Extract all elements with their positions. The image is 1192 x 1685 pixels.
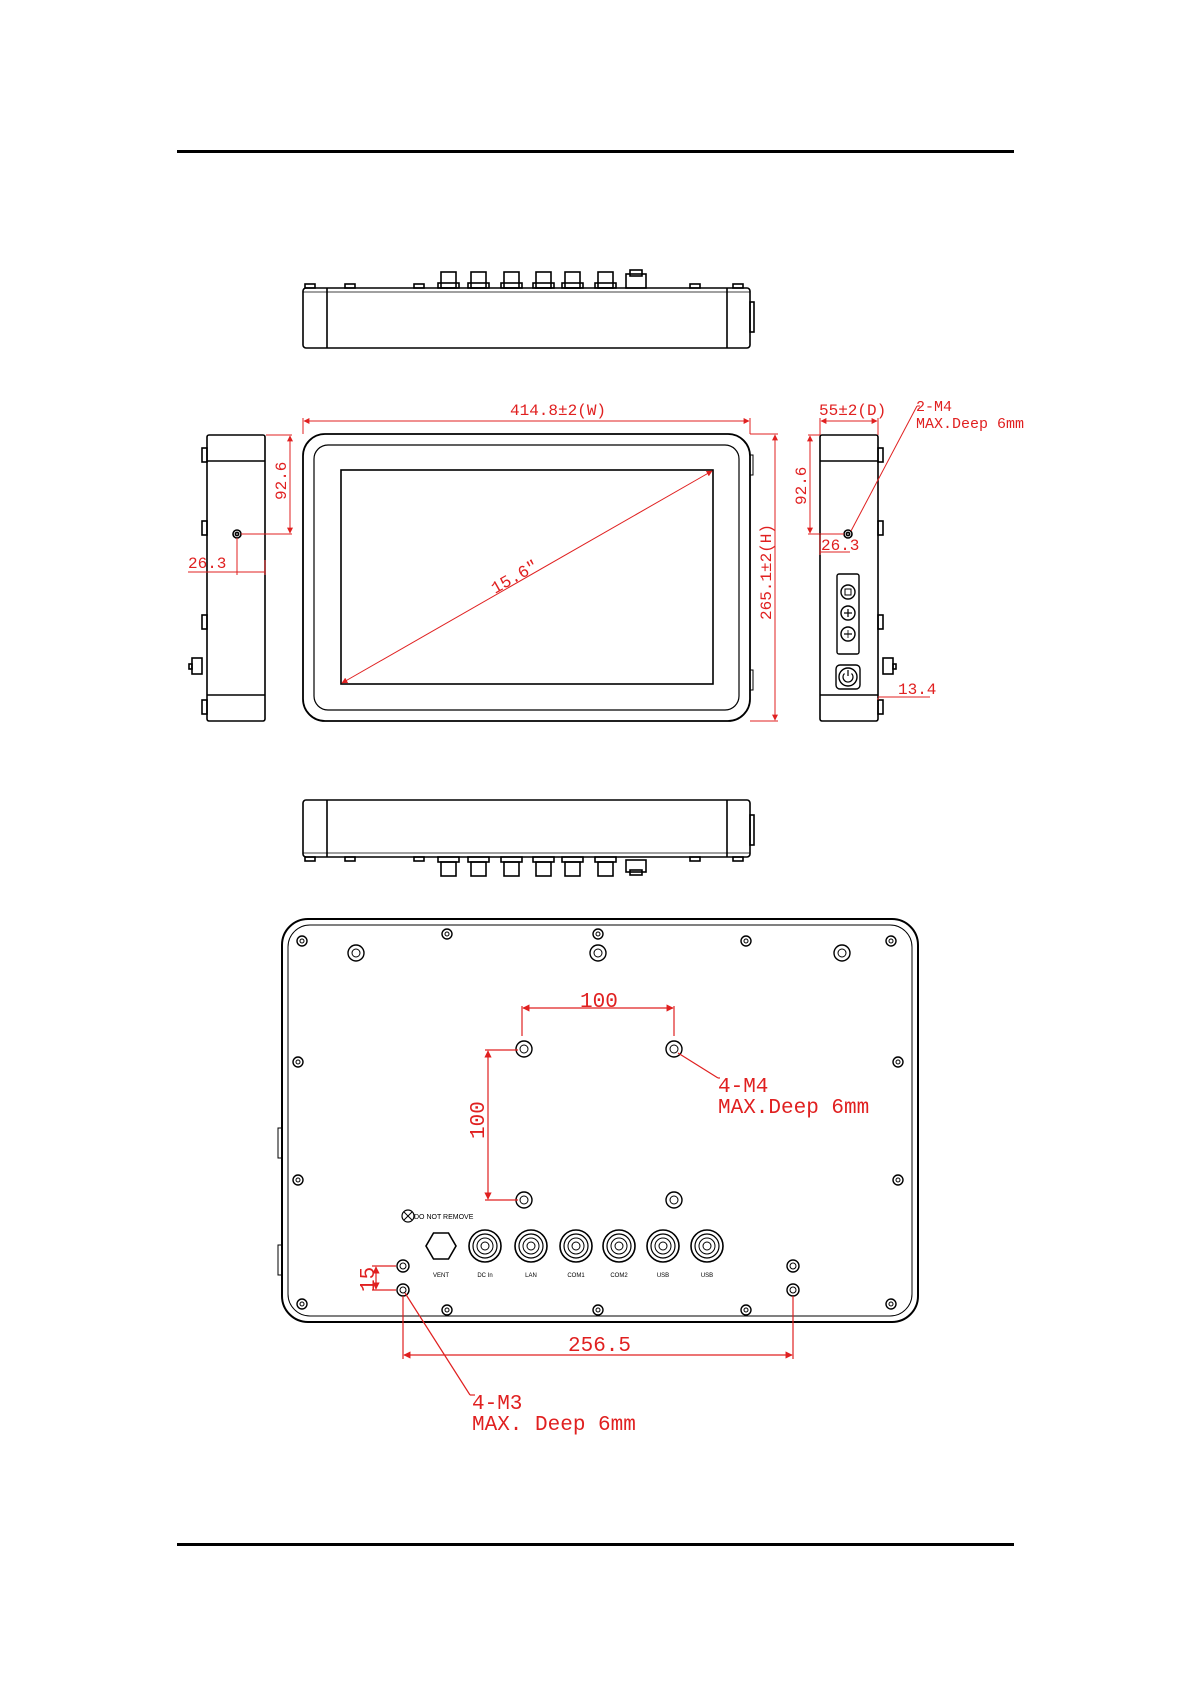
left-side-view [189, 435, 265, 721]
com1-connector [560, 1230, 592, 1262]
mount-hole [787, 1260, 799, 1272]
connector-label-lan: LAN [525, 1273, 537, 1279]
osd-icon [841, 585, 855, 599]
vesa-boss [516, 1041, 532, 1057]
warning-label: DO NOT REMOVE [414, 1214, 474, 1221]
left-dim-vertical: 92.6 [273, 462, 291, 500]
bottom-connectors [305, 857, 743, 876]
perimeter-screw [886, 1299, 896, 1309]
usb-connector [647, 1230, 679, 1262]
rear-connectors [426, 1230, 723, 1262]
perimeter-screw [893, 1057, 903, 1067]
mount-pitch-dim: 15 [358, 1267, 381, 1292]
vesa-boss [666, 1192, 682, 1208]
vesa-vertical-dim: 100 [468, 1101, 491, 1139]
rear-screws [293, 929, 903, 1315]
vesa-callout: 4-M4 [718, 1076, 768, 1099]
perimeter-screw [741, 936, 751, 946]
right-side-view [820, 435, 896, 721]
vesa-depth: MAX.Deep 6mm [718, 1097, 869, 1120]
mount-depth: MAX. Deep 6mm [472, 1414, 636, 1437]
top-connectors [305, 270, 743, 288]
vesa-boss [834, 945, 850, 961]
usb-connector [691, 1230, 723, 1262]
bottom-view [303, 800, 754, 876]
perimeter-screw [293, 1175, 303, 1185]
perimeter-screw [442, 929, 452, 939]
front-height-dim: 265.1±2(H) [758, 524, 776, 620]
vesa-horizontal-dim: 100 [580, 991, 618, 1014]
power-icon [836, 665, 860, 689]
perimeter-screw [442, 1305, 452, 1315]
perimeter-screw [293, 1057, 303, 1067]
perimeter-screw [297, 936, 307, 946]
perimeter-screw [886, 936, 896, 946]
connector-label-dc-in: DC In [477, 1273, 492, 1279]
vesa-boss [516, 1192, 532, 1208]
perimeter-screw [893, 1175, 903, 1185]
mount-hole [397, 1284, 409, 1296]
right-hole-depth: MAX.Deep 6mm [916, 416, 1024, 433]
right-dim-knob: 13.4 [898, 681, 936, 699]
vesa-boss [590, 945, 606, 961]
rear-view [278, 919, 918, 1322]
front-diagonal-dim: 15.6" [489, 558, 543, 600]
right-hole-callout: 2-M4 [916, 399, 952, 416]
minus-icon [841, 627, 855, 641]
connector-label-com2: COM2 [610, 1273, 628, 1279]
front-dimensions [303, 418, 778, 721]
com2-connector [603, 1230, 635, 1262]
perimeter-screw [297, 1299, 307, 1309]
perimeter-screw [593, 929, 603, 939]
connector-label-com1: COM1 [567, 1273, 585, 1279]
mount-hole [787, 1284, 799, 1296]
connector-label-vent: VENT [433, 1273, 449, 1279]
right-side-buttons [836, 574, 860, 689]
lan-connector [515, 1230, 547, 1262]
connector-label-usb-1: USB [657, 1273, 669, 1279]
perimeter-screw [741, 1305, 751, 1315]
right-dim-vertical: 92.6 [793, 467, 811, 505]
vesa-boss [348, 945, 364, 961]
vent-connector [426, 1233, 456, 1259]
left-side-dimensions [188, 435, 292, 575]
mount-hole [397, 1260, 409, 1272]
plus-icon [841, 606, 855, 620]
mount-callout: 4-M3 [472, 1393, 522, 1416]
connector-label-usb-2: USB [701, 1273, 713, 1279]
dc-in-connector [469, 1230, 501, 1262]
left-dim-horizontal: 26.3 [188, 555, 226, 573]
front-width-dim: 414.8±2(W) [510, 402, 606, 420]
right-dim-horizontal: 26.3 [821, 537, 859, 555]
top-view [303, 270, 754, 348]
perimeter-screw [593, 1305, 603, 1315]
warning-icon [402, 1210, 414, 1222]
right-depth-dim: 55±2(D) [819, 402, 886, 420]
mount-span-dim: 256.5 [568, 1335, 631, 1358]
